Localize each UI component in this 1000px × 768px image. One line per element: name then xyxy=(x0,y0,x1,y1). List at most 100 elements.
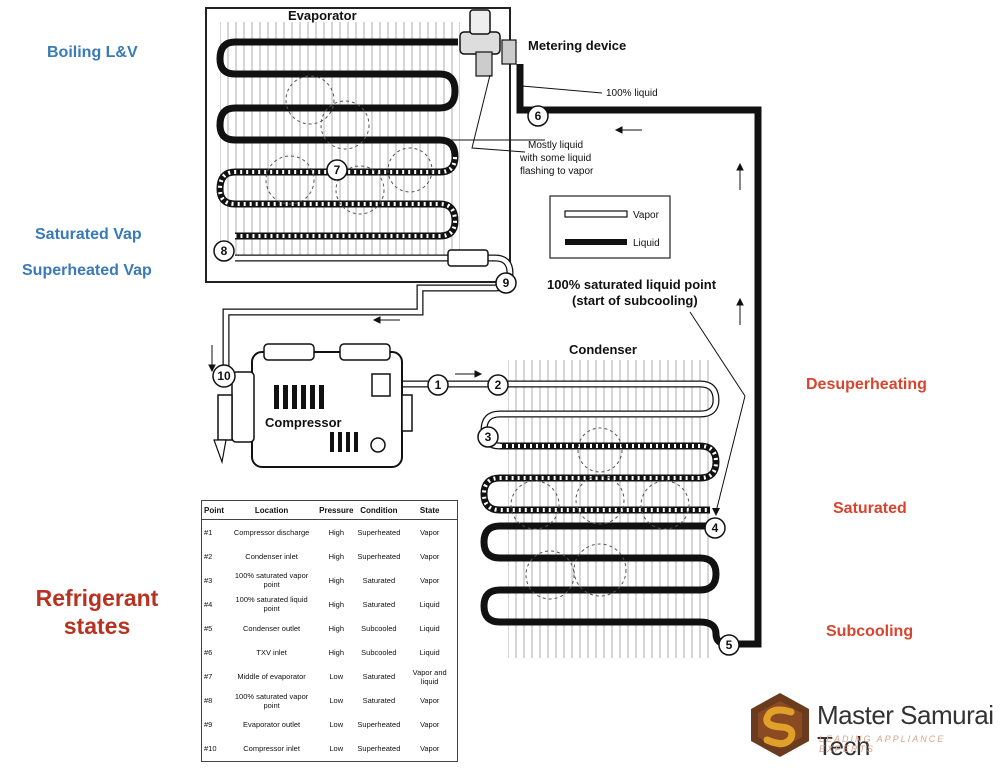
brand-name: Master Samurai Tech xyxy=(817,700,994,761)
cell-point: #9 xyxy=(204,720,213,730)
point-7-label: 7 xyxy=(334,163,341,177)
cell-state: Liquid xyxy=(419,648,440,658)
evaporator-coil-mixture xyxy=(216,156,459,240)
brand-logo: Master Samurai Tech LEADING APPLIANCE EX… xyxy=(745,690,995,761)
cell-location: Condenser inlet xyxy=(245,551,298,561)
point-9-label: 9 xyxy=(503,276,510,290)
point-10-label: 10 xyxy=(217,369,231,383)
cell-pressure: High xyxy=(328,648,344,658)
point-5-marker xyxy=(718,634,740,656)
cell-state: Vapor xyxy=(419,527,440,537)
col-point: Point xyxy=(201,500,226,520)
condenser-label: Condenser xyxy=(569,342,637,357)
cell-location: Condenser outlet xyxy=(243,623,301,633)
cell-condition: Superheated xyxy=(357,551,401,561)
table-row: #6 TXV inlet High Subcooled Liquid xyxy=(202,640,458,664)
cell-pressure: High xyxy=(328,599,344,609)
sat-point-line2: (start of subcooling) xyxy=(572,293,698,308)
cell-condition: Superheated xyxy=(357,527,401,537)
point-3-marker xyxy=(477,426,499,448)
liquid-line xyxy=(516,64,762,648)
cell-point: #10 xyxy=(204,744,217,754)
cell-point: #2 xyxy=(204,551,213,561)
cell-condition: Superheated xyxy=(357,744,401,754)
compressor-label: Compressor xyxy=(265,415,342,430)
cell-location: Evaporator outlet xyxy=(243,720,301,730)
cell-point: #7 xyxy=(204,672,213,682)
cell-pressure: Low xyxy=(329,744,344,754)
cell-point: #4 xyxy=(204,599,213,609)
point-8-label: 8 xyxy=(221,244,228,258)
label-saturated: Saturated xyxy=(833,500,907,517)
table-row: #4 100% saturated liquid point High Saturat… xyxy=(202,592,458,616)
table-header-row: Point Location Pressure Condition State xyxy=(201,500,458,520)
point-3-label: 3 xyxy=(485,430,492,444)
point-1-label: 1 xyxy=(435,378,442,392)
suction-fitting xyxy=(447,249,489,267)
cell-condition: Subcooled xyxy=(361,623,397,633)
cell-state: Vapor xyxy=(419,720,440,730)
point-6-label: 6 xyxy=(535,109,542,123)
legend-vapor: Vapor xyxy=(633,210,660,221)
refrigerant-states-table: Point Location Pressure Condition State … xyxy=(201,500,458,762)
evaporator-coil-liquid xyxy=(216,38,459,158)
cell-condition: Saturated xyxy=(362,696,396,706)
evaporator-label: Evaporator xyxy=(288,8,357,23)
compressor xyxy=(213,343,413,468)
label-subcooling: Subcooling xyxy=(826,623,914,640)
cell-location: 100% saturated vapor point xyxy=(234,571,309,590)
cell-point: #3 xyxy=(204,575,213,585)
table-row: #3 100% saturated vapor point High Saturate… xyxy=(202,568,458,592)
point-4-label: 4 xyxy=(712,521,719,535)
cell-state: Liquid xyxy=(419,623,440,633)
cell-point: #8 xyxy=(204,696,213,706)
cell-location: TXV inlet xyxy=(256,648,287,658)
label-desuperheating: Desuperheating xyxy=(806,376,927,393)
cell-state: Liquid xyxy=(419,599,440,609)
cell-point: #1 xyxy=(204,527,213,537)
point-10-marker xyxy=(212,364,236,388)
cell-pressure: High xyxy=(328,551,344,561)
cell-location: 100% saturated liquid point xyxy=(235,595,308,614)
cell-location: Middle of evaporator xyxy=(237,672,306,682)
col-location: Location xyxy=(226,500,318,520)
cell-state: Vapor xyxy=(419,744,440,754)
slide-title: Refrigerant states xyxy=(35,585,159,639)
samurai-logo-icon xyxy=(751,693,809,757)
point-6-marker xyxy=(527,105,549,127)
point-9-marker xyxy=(495,272,517,294)
brand-tagline: LEADING APPLIANCE EXPERTS xyxy=(819,734,946,754)
legend-box xyxy=(549,195,671,259)
point-1-marker xyxy=(427,374,449,396)
label-boiling: Boiling L&V xyxy=(47,44,138,61)
col-condition: Condition xyxy=(355,500,403,520)
cell-condition: Saturated xyxy=(362,599,396,609)
flash-note-line3: flashing to vapor xyxy=(520,166,594,177)
flash-note-line2: with some liquid xyxy=(519,153,591,164)
condenser-coil-liquid xyxy=(480,522,729,648)
cell-condition: Saturated xyxy=(362,575,396,585)
metering-device xyxy=(459,9,517,77)
cell-pressure: Low xyxy=(329,672,344,682)
cell-state: Vapor and liquid xyxy=(412,667,447,686)
cell-point: #6 xyxy=(204,648,213,658)
cell-state: Vapor xyxy=(419,575,440,585)
cell-condition: Superheated xyxy=(357,720,401,730)
cell-location: Compressor discharge xyxy=(233,527,310,537)
cell-location: Compressor inlet xyxy=(243,744,300,754)
cell-condition: Subcooled xyxy=(361,648,397,658)
table-row: #10 Compressor inlet Low Superheated Vapor xyxy=(202,737,458,762)
col-pressure: Pressure xyxy=(317,500,356,520)
cell-pressure: High xyxy=(328,623,344,633)
metering-device-label: Metering device xyxy=(528,38,626,53)
cell-pressure: High xyxy=(328,575,344,585)
point-5-label: 5 xyxy=(726,638,733,652)
cell-pressure: Low xyxy=(329,696,344,706)
legend-liquid: Liquid xyxy=(633,238,660,249)
